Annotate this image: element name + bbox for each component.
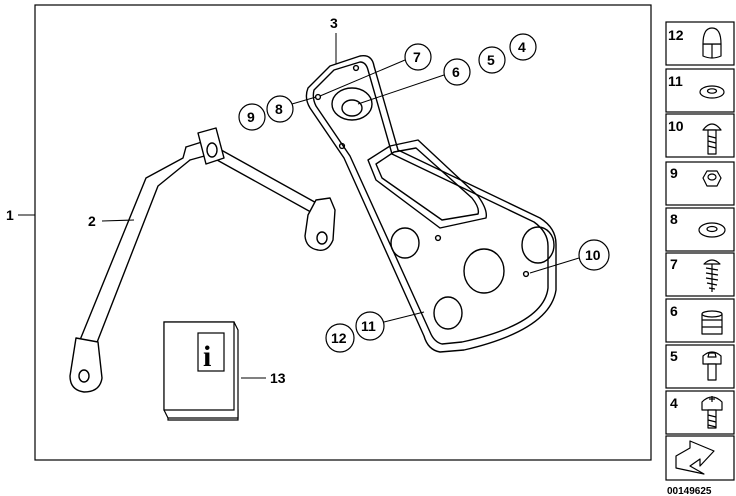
callout-2-leader <box>101 219 135 222</box>
support-rod[interactable] <box>69 127 336 393</box>
orientation-arrow-icon <box>675 440 715 475</box>
callout-10-circle[interactable] <box>578 239 610 271</box>
callout-11-circle[interactable] <box>355 311 385 341</box>
sidebar-number-9: 9 <box>670 165 678 181</box>
callout-4[interactable]: 4 <box>518 39 526 55</box>
callout-7[interactable]: 7 <box>413 49 421 65</box>
callout-11-leader <box>383 311 425 323</box>
cap-nut-icon <box>702 27 722 59</box>
callout-11[interactable]: 11 <box>361 318 376 334</box>
sidebar-number-4: 4 <box>670 395 678 411</box>
info-icon: i <box>203 340 211 373</box>
callout-8-leader <box>291 96 317 105</box>
callout-9[interactable]: 9 <box>247 109 255 125</box>
callout-7-circle[interactable] <box>404 43 432 71</box>
sidebar-box-7[interactable] <box>665 252 735 297</box>
callout-9-circle[interactable] <box>238 103 266 131</box>
sidebar-number-6: 6 <box>670 303 678 319</box>
sidebar-box-11[interactable] <box>665 68 735 113</box>
sidebar-number-7: 7 <box>670 256 678 272</box>
washer-icon-8 <box>698 222 726 238</box>
sidebar-box-5[interactable] <box>665 344 735 389</box>
hex-nut-icon <box>702 170 722 187</box>
callout-12[interactable]: 12 <box>331 330 347 346</box>
callout-13[interactable]: 13 <box>270 370 286 386</box>
callout-8[interactable]: 8 <box>275 101 283 117</box>
assembly-label[interactable]: 1 <box>6 207 14 223</box>
callout-10[interactable]: 10 <box>585 247 601 263</box>
callout-12-circle[interactable] <box>325 323 355 353</box>
sidebar-number-5: 5 <box>670 348 678 364</box>
callout-6-leader <box>357 74 445 105</box>
callout-3[interactable]: 3 <box>330 15 338 31</box>
mounting-plate[interactable] <box>305 55 557 353</box>
sidebar-box-10[interactable] <box>665 113 735 158</box>
main-frame <box>34 4 652 461</box>
sidebar-box-6[interactable] <box>665 298 735 343</box>
oval-head-screw-icon <box>702 123 722 155</box>
callout-6[interactable]: 6 <box>452 64 460 80</box>
reference-number: 00149625 <box>667 486 712 496</box>
sidebar-box-12[interactable] <box>665 21 735 66</box>
sidebar-number-11: 11 <box>668 73 683 89</box>
washer-icon <box>699 85 725 99</box>
hex-socket-screw-icon <box>702 351 722 381</box>
info-booklet[interactable] <box>163 321 239 421</box>
sidebar-number-8: 8 <box>670 211 678 227</box>
sidebar-box-9[interactable] <box>665 161 735 206</box>
callout-5-circle[interactable] <box>478 46 506 74</box>
sidebar-number-10: 10 <box>668 118 684 134</box>
callout-6-circle[interactable] <box>443 58 471 86</box>
self-tapping-screw-icon <box>703 259 721 292</box>
rubber-grommet-icon <box>701 310 723 335</box>
parts-sidebar <box>665 21 735 481</box>
sidebar-number-12: 12 <box>668 27 684 43</box>
callout-2[interactable]: 2 <box>88 213 96 229</box>
torx-screw-icon <box>701 396 723 429</box>
sidebar-box-8[interactable] <box>665 207 735 252</box>
callout-8-circle[interactable] <box>266 95 294 123</box>
callout-4-circle[interactable] <box>509 33 537 61</box>
callout-7-leader <box>319 59 406 97</box>
sidebar-box-4[interactable] <box>665 390 735 435</box>
callout-10-leader <box>529 257 580 274</box>
sidebar-box-ref <box>665 435 735 481</box>
callout-5[interactable]: 5 <box>487 52 495 68</box>
